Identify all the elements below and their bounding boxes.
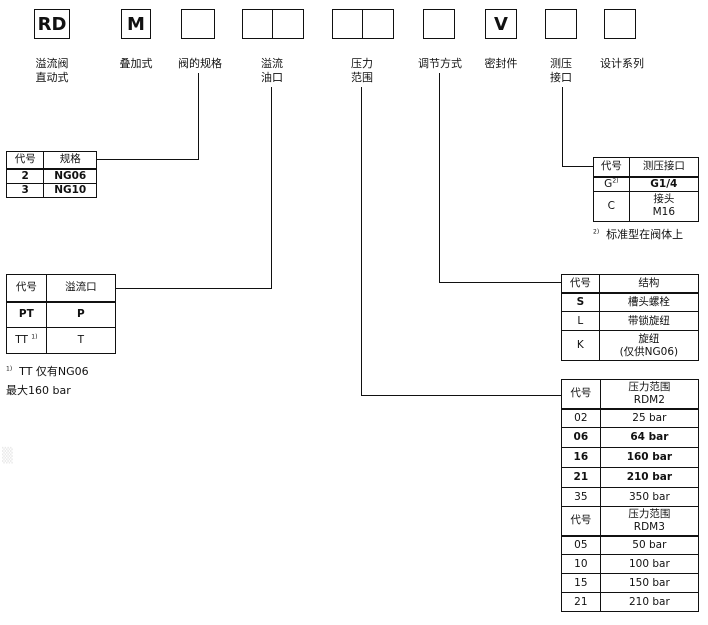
adjust-table-header-structure: 结构 (598, 274, 700, 294)
pressure-rdm2-code: 16 (561, 447, 601, 468)
gauge-footnote: 2) 标准型在阀体上 (593, 226, 683, 242)
leader-adjust-h (439, 282, 561, 283)
adjust-table-cell: K (561, 330, 600, 361)
label-relief-valve: 溢流阀直动式 (35, 57, 69, 84)
gauge-table-cell: G1/4 (628, 176, 700, 192)
pressure-rdm2-code: 02 (561, 408, 601, 428)
leader-size-v (198, 73, 199, 159)
pressure-rdm2-value: 210 bar (599, 467, 700, 488)
pressure-rdm2-value: 350 bar (599, 487, 700, 507)
label-valve-size: 阀的规格 (178, 57, 222, 70)
leader-pressure-v (361, 87, 362, 396)
pressure-rdm2-value: 25 bar (599, 408, 700, 428)
leader-size-h (96, 159, 199, 160)
adjust-table-cell: 槽头螺栓 (598, 292, 700, 312)
leader-gauge-v (562, 87, 563, 167)
code-box-pressure-divider (362, 9, 363, 39)
size-table-header-code: 代号 (5, 151, 45, 170)
port-footnote-line2: 最大160 bar (6, 384, 71, 397)
code-box-size (181, 9, 215, 39)
code-box-series (604, 9, 636, 39)
gauge-table-header-port: 测压接口 (628, 157, 700, 178)
port-table-header-port: 溢流口 (45, 274, 117, 303)
code-box-rd-text: RD (37, 13, 67, 35)
adjust-table-header-code: 代号 (561, 274, 600, 294)
pressure-rdm2-code: 06 (561, 427, 601, 448)
code-box-port-divider (272, 9, 273, 39)
leader-port-h (115, 288, 272, 289)
label-relief-port: 溢流油口 (261, 57, 283, 84)
adjust-table-cell: 旋纽(仅供NG06) (598, 330, 700, 361)
pressure-rdm3-value: 150 bar (599, 573, 700, 593)
port-footnote: 1) TT 仅有NG06 (6, 363, 89, 379)
pressure-table-rdm2-header-code: 代号 (561, 379, 601, 410)
gauge-table-cell: G2) (593, 176, 630, 192)
gauge-table-header-code: 代号 (593, 157, 630, 178)
code-box-pressure (332, 9, 394, 39)
leader-pressure-h (361, 395, 561, 396)
pressure-table-rdm3-header-code: 代号 (561, 506, 601, 537)
code-box-m: M (121, 9, 151, 39)
code-box-gauge (545, 9, 577, 39)
gauge-footnote-text: 标准型在阀体上 (606, 228, 684, 241)
label-stacking: 叠加式 (119, 57, 153, 70)
port-table: 代号 溢流口 PT P TT 1) T (6, 274, 117, 354)
pressure-rdm2-value: 160 bar (599, 447, 700, 468)
size-table: 代号 规格 2 NG06 3 NG10 (5, 151, 97, 198)
label-seal: 密封件 (484, 57, 518, 70)
adjust-table-cell: 带锁旋纽 (598, 311, 700, 331)
pressure-rdm3-code: 10 (561, 554, 601, 574)
pressure-rdm3-value: 210 bar (599, 592, 700, 612)
footnote-mark: 1) (6, 365, 13, 373)
label-pressure-range: 压力范围 (351, 57, 373, 84)
pressure-rdm3-value: 100 bar (599, 554, 700, 574)
pressure-rdm3-code: 21 (561, 592, 601, 612)
pressure-rdm3-value: 50 bar (599, 535, 700, 555)
pressure-rdm2-value: 64 bar (599, 427, 700, 448)
pressure-rdm3-code: 05 (561, 535, 601, 555)
code-box-m-text: M (127, 13, 145, 35)
footnote-mark: 1) (31, 333, 38, 341)
size-table-cell: NG10 (43, 182, 97, 198)
pressure-rdm2-code: 35 (561, 487, 601, 507)
footnote-mark: 2) (593, 228, 600, 236)
scan-artifact: ▒ (2, 448, 13, 464)
code-box-adjust (423, 9, 455, 39)
code-box-port (242, 9, 304, 39)
leader-adjust-v (439, 73, 440, 283)
port-table-header-code: 代号 (6, 274, 47, 303)
leader-gauge-h (562, 166, 593, 167)
port-table-cell: TT 1) (6, 327, 47, 354)
size-table-cell: NG06 (43, 168, 97, 184)
label-adjust-method: 调节方式 (418, 57, 462, 70)
port-table-cell: P (45, 301, 117, 328)
size-table-cell: 2 (5, 168, 45, 184)
pressure-rdm3-code: 15 (561, 573, 601, 593)
footnote-mark: 2) (612, 177, 619, 184)
code-box-rd: RD (34, 9, 70, 39)
adjust-table-cell: S (561, 292, 600, 312)
code-box-v-text: V (494, 13, 508, 35)
code-box-v: V (485, 9, 517, 39)
port-table-cell: T (45, 327, 117, 354)
label-gauge-port: 测压接口 (550, 57, 572, 84)
adjust-table-cell: L (561, 311, 600, 331)
pressure-rdm2-code: 21 (561, 467, 601, 488)
adjust-table: 代号 结构 S 槽头螺栓 L 带锁旋纽 K 旋纽(仅供NG06) (561, 274, 700, 361)
port-footnote-line1: TT 仅有NG06 (19, 365, 89, 378)
leader-port-v (271, 87, 272, 289)
size-table-header-size: 规格 (43, 151, 97, 170)
size-table-cell: 3 (5, 182, 45, 198)
port-table-cell: PT (6, 301, 47, 328)
gauge-table-cell: C (593, 190, 630, 222)
label-design-series: 设计系列 (600, 57, 644, 70)
